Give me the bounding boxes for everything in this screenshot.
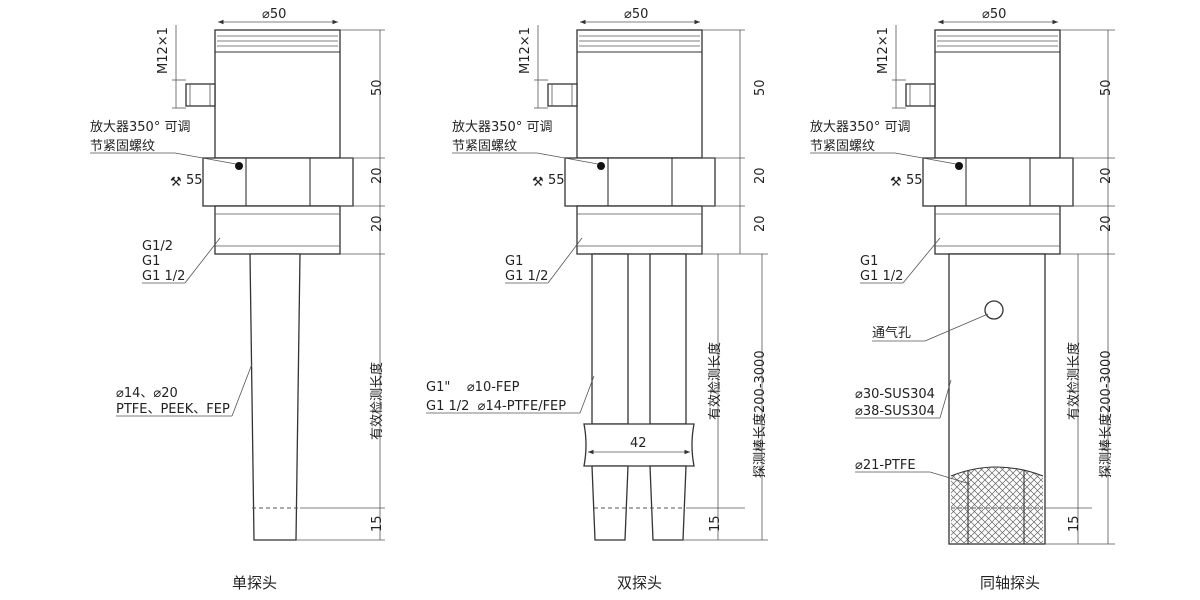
probe-double: 42 ⌀50 50 20 20 有效检测长度 15 探测棒长度200-3000 … bbox=[426, 7, 768, 592]
probe-coaxial-wrench-size: 55 bbox=[906, 173, 923, 188]
probe-coaxial-tip-length: 15 bbox=[1067, 515, 1082, 532]
probe-double-caption: 双探头 bbox=[617, 574, 662, 592]
probe-coaxial-height: 50 bbox=[1099, 79, 1114, 96]
probe-double-amplifier-note-2: 节紧固螺纹 bbox=[452, 139, 517, 154]
probe-double-hex-height: 20 bbox=[753, 167, 768, 184]
probe-double-rod-length: 探测棒长度200-3000 bbox=[752, 350, 768, 478]
probe-coaxial-effective-length: 有效检测长度 bbox=[1066, 342, 1082, 420]
probe-double-connector-thread: M12×1 bbox=[518, 27, 533, 74]
probe-double-diameter: ⌀50 bbox=[624, 7, 648, 22]
probe-coaxial-tube-spec-1: ⌀30-SUS304 bbox=[855, 387, 935, 402]
probe-double-rod-spec-1: G1" ⌀10-FEP bbox=[426, 380, 520, 395]
probe-coaxial-amplifier-note-2: 节紧固螺纹 bbox=[810, 139, 875, 154]
probe-double-spacing: 42 bbox=[630, 436, 647, 451]
probe-double-thread-1: G1 bbox=[505, 254, 523, 269]
probe-coaxial-vent-label: 通气孔 bbox=[872, 325, 911, 341]
probe-single: ⌀50 50 20 20 有效检测长度 15 M12×1 放大器350° 可调 … bbox=[90, 7, 385, 592]
probe-double-rod-right bbox=[649, 253, 687, 425]
probe-coaxial-connector-thread: M12×1 bbox=[876, 27, 891, 74]
probe-double-effective-length: 有效检测长度 bbox=[707, 342, 723, 420]
probe-double-housing bbox=[547, 29, 716, 255]
probe-coaxial-rod-length: 探测棒长度200-3000 bbox=[1098, 350, 1114, 478]
probe-coaxial-tube-spec-2: ⌀38-SUS304 bbox=[855, 404, 935, 419]
probe-coaxial-marker-dot bbox=[955, 162, 963, 170]
probe-coaxial-thread-2: G1 1/2 bbox=[860, 269, 903, 284]
probe-double-wrench-icon: ⚒ bbox=[532, 175, 544, 190]
probe-coaxial-housing bbox=[905, 29, 1074, 255]
probe-coaxial-core bbox=[951, 467, 1043, 543]
probe-single-rod-spec-1: ⌀14、⌀20 bbox=[116, 386, 178, 401]
probe-single-hex-height: 20 bbox=[370, 167, 385, 184]
probe-single-connector-thread: M12×1 bbox=[156, 27, 171, 74]
probe-double-rod-spec-2: G1 1/2 ⌀14-PTFE/FEP bbox=[426, 399, 566, 414]
probe-coaxial-amplifier-note-1: 放大器350° 可调 bbox=[810, 120, 910, 135]
probe-single-thread-1: G1/2 bbox=[142, 239, 173, 254]
probe-double-rod-left bbox=[591, 253, 629, 425]
probe-double-spacer bbox=[583, 423, 695, 467]
probe-single-thread-height: 20 bbox=[370, 215, 385, 232]
probe-single-rod bbox=[249, 253, 301, 541]
probe-coaxial-wrench-icon: ⚒ bbox=[890, 175, 902, 190]
probe-double-thread-2: G1 1/2 bbox=[505, 269, 548, 284]
probe-single-amplifier-note-1: 放大器350° 可调 bbox=[90, 120, 190, 135]
probe-double-wrench-size: 55 bbox=[548, 173, 565, 188]
probe-single-effective-length: 有效检测长度 bbox=[369, 362, 385, 440]
probe-single-amplifier-note-2: 节紧固螺纹 bbox=[90, 139, 155, 154]
probe-double-height: 50 bbox=[753, 79, 768, 96]
probe-coaxial-hex-height: 20 bbox=[1099, 167, 1114, 184]
probe-single-thread-2: G1 bbox=[142, 254, 160, 269]
probe-coaxial: ⌀50 50 20 20 有效检测长度 15 探测棒长度200-3000 M12… bbox=[810, 7, 1115, 592]
probe-single-housing bbox=[185, 29, 354, 255]
probe-coaxial-thread-height: 20 bbox=[1099, 215, 1114, 232]
probe-single-diameter: ⌀50 bbox=[262, 7, 286, 22]
probe-coaxial-thread-1: G1 bbox=[860, 254, 878, 269]
probe-double-tip-length: 15 bbox=[708, 515, 723, 532]
probe-single-marker-dot bbox=[235, 162, 243, 170]
probe-double-thread-height: 20 bbox=[753, 215, 768, 232]
probe-single-caption: 单探头 bbox=[232, 574, 277, 592]
probe-double-amplifier-note-1: 放大器350° 可调 bbox=[452, 120, 552, 135]
probe-coaxial-caption: 同轴探头 bbox=[980, 574, 1040, 592]
probe-coaxial-vent-hole bbox=[984, 300, 1004, 320]
probe-coaxial-diameter: ⌀50 bbox=[982, 7, 1006, 22]
probe-single-wrench-size: 55 bbox=[186, 173, 203, 188]
probe-single-wrench-icon: ⚒ bbox=[170, 175, 182, 190]
probe-single-thread-3: G1 1/2 bbox=[142, 269, 185, 284]
probe-single-height: 50 bbox=[370, 79, 385, 96]
probe-single-rod-spec-2: PTFE、PEEK、FEP bbox=[116, 402, 230, 417]
probe-double-marker-dot bbox=[597, 162, 605, 170]
probe-coaxial-core-spec: ⌀21-PTFE bbox=[855, 458, 916, 473]
probe-single-tip-length: 15 bbox=[370, 515, 385, 532]
